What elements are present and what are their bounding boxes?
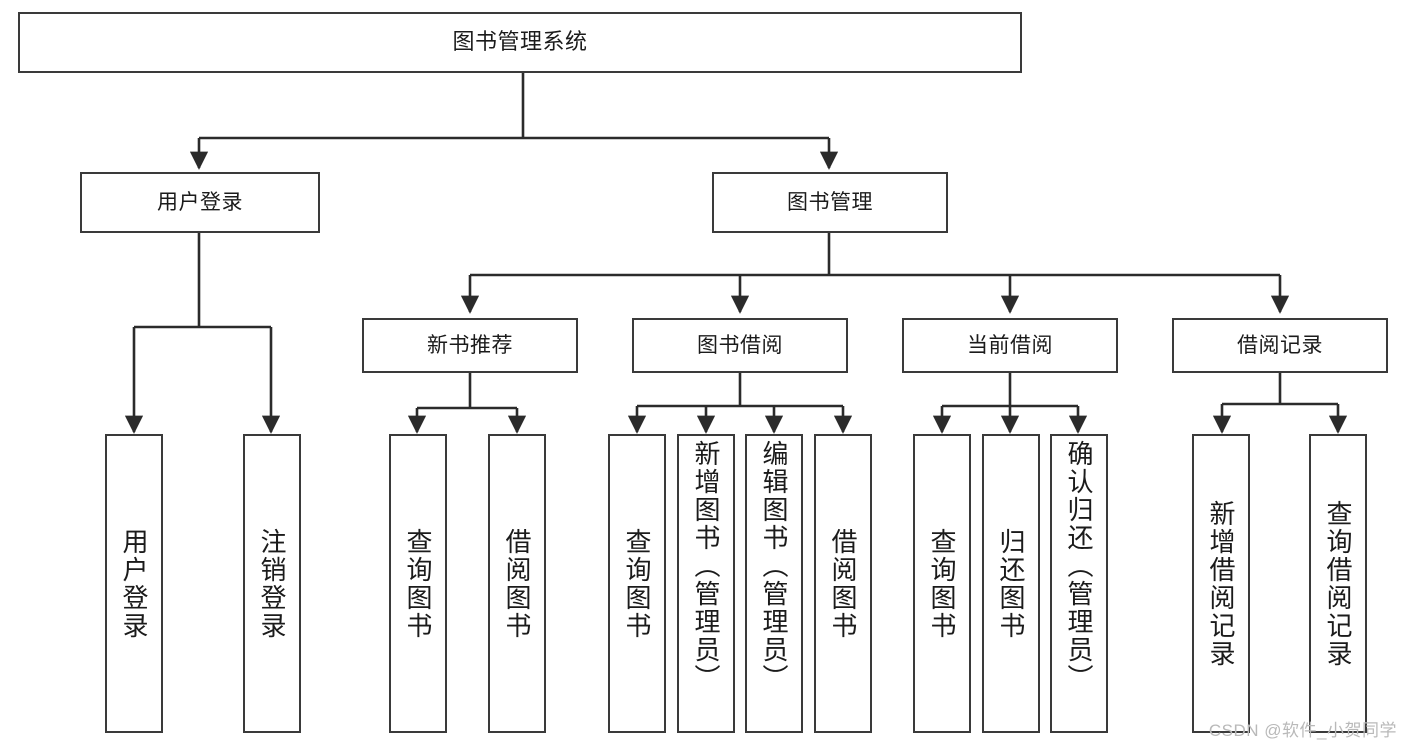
node-leaf-add-borrow-record-label: 新增借阅记录 [1206,499,1237,668]
node-leaf-borrow-book-rec-label: 借阅图书 [502,527,533,640]
node-book-manage[interactable]: 图书管理 [712,172,948,233]
node-leaf-borrow-book-rec[interactable]: 借阅图书 [488,434,546,733]
node-leaf-query-book-borrow-label: 查询图书 [622,527,653,640]
node-leaf-user-login[interactable]: 用户登录 [105,434,163,733]
node-new-book-rec[interactable]: 新书推荐 [362,318,578,373]
node-leaf-query-borrow-record-label: 查询借阅记录 [1323,499,1354,668]
node-leaf-query-borrow-record[interactable]: 查询借阅记录 [1309,434,1367,733]
node-leaf-query-book-rec-label: 查询图书 [403,527,434,640]
node-leaf-return-book-label: 归还图书 [996,527,1027,640]
node-current-borrow-label: 当前借阅 [967,333,1053,357]
node-leaf-query-book-borrow[interactable]: 查询图书 [608,434,666,733]
node-leaf-logout[interactable]: 注销登录 [243,434,301,733]
node-book-borrow[interactable]: 图书借阅 [632,318,848,373]
node-borrow-record-label: 借阅记录 [1237,333,1323,357]
node-leaf-edit-book-admin-label: 编辑图书（管理员） [759,440,790,692]
node-leaf-return-book[interactable]: 归还图书 [982,434,1040,733]
node-leaf-confirm-return-admin-label: 确认归还（管理员） [1064,440,1095,692]
node-book-manage-label: 图书管理 [787,190,873,214]
node-root-label: 图书管理系统 [452,29,588,55]
node-current-borrow[interactable]: 当前借阅 [902,318,1118,373]
node-new-book-rec-label: 新书推荐 [427,333,513,357]
node-leaf-user-login-label: 用户登录 [119,527,150,640]
node-user-login-label: 用户登录 [157,190,243,214]
node-leaf-query-book-current-label: 查询图书 [927,527,958,640]
csdn-watermark: CSDN @软件_小贺同学 [1208,721,1397,740]
node-leaf-confirm-return-admin[interactable]: 确认归还（管理员） [1050,434,1108,733]
node-leaf-add-borrow-record[interactable]: 新增借阅记录 [1192,434,1250,733]
node-leaf-logout-label: 注销登录 [257,527,288,640]
node-leaf-query-book-current[interactable]: 查询图书 [913,434,971,733]
node-leaf-add-book-admin-label: 新增图书（管理员） [691,440,722,692]
node-leaf-edit-book-admin[interactable]: 编辑图书（管理员） [745,434,803,733]
node-book-borrow-label: 图书借阅 [697,333,783,357]
node-leaf-borrow-book-borrow-label: 借阅图书 [828,527,859,640]
node-leaf-add-book-admin[interactable]: 新增图书（管理员） [677,434,735,733]
node-root[interactable]: 图书管理系统 [18,12,1022,73]
node-borrow-record[interactable]: 借阅记录 [1172,318,1388,373]
node-leaf-borrow-book-borrow[interactable]: 借阅图书 [814,434,872,733]
node-leaf-query-book-rec[interactable]: 查询图书 [389,434,447,733]
node-user-login[interactable]: 用户登录 [80,172,320,233]
